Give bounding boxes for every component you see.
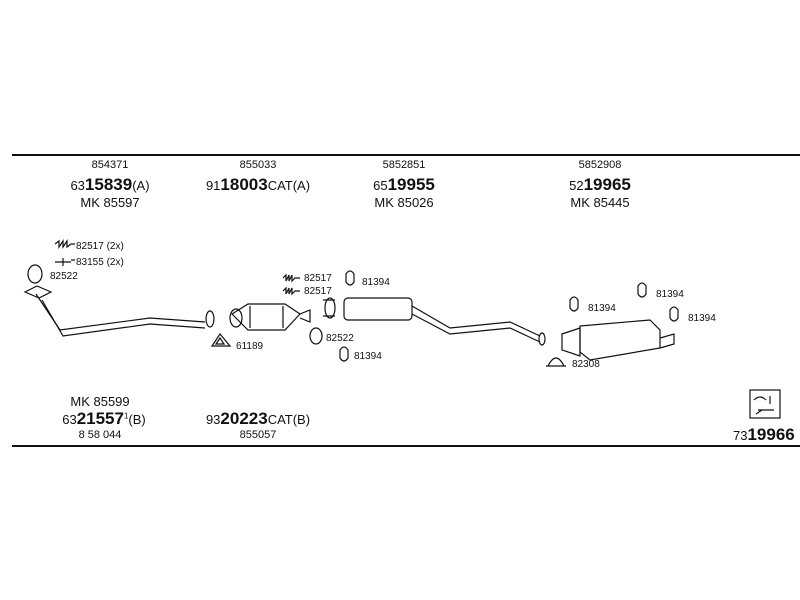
callout-81394-rear-a: 81394 (588, 303, 616, 314)
rubber-hanger-icon (345, 270, 355, 286)
bottom-part-2[interactable]: 9320223CAT(B) (205, 409, 311, 428)
top-ref-1: 854371 (91, 159, 129, 171)
callout-82522-left: 82522 (50, 271, 78, 282)
mounting-kit-icon (749, 389, 781, 419)
bottom-rule (12, 445, 800, 447)
callout-82517-a: 82517 (304, 273, 332, 284)
rubber-hanger-icon (339, 346, 349, 362)
callout-61189: 61189 (236, 341, 264, 352)
top-ref-2: 855033 (239, 159, 277, 171)
callout-82308: 82308 (572, 359, 600, 370)
top-part-3[interactable]: 6519955 (373, 175, 435, 194)
callout-81394-top: 81394 (362, 277, 390, 288)
top-mk-1: MK 85597 (80, 195, 140, 210)
right-part-code[interactable]: 7319966 (733, 425, 795, 444)
callout-81394-rear-c: 81394 (688, 313, 716, 324)
top-ref-4: 5852908 (578, 159, 622, 171)
callout-83155-2x: 83155 (2x) (76, 257, 124, 268)
triangle-gasket-61189 (210, 332, 232, 347)
top-ref-3: 5852851 (382, 159, 426, 171)
callout-82522-mid: 82522 (326, 333, 354, 344)
bottom-part-1[interactable]: 63215571(B) (62, 409, 146, 428)
rubber-hanger-icon (637, 282, 647, 298)
front-pipe (23, 285, 215, 337)
spring-bolt-icon (282, 273, 300, 296)
middle-silencer (323, 297, 546, 346)
callout-82517-b: 82517 (304, 286, 332, 297)
top-part-2[interactable]: 9118003CAT(A) (205, 175, 311, 194)
bottom-ref-1: 8 58 044 (78, 429, 122, 441)
catalytic-converter (229, 303, 311, 331)
top-mk-3: MK 85026 (374, 195, 434, 210)
clamp-82308-icon (546, 357, 566, 367)
top-mk-4: MK 85445 (570, 195, 630, 210)
top-part-4[interactable]: 5219965 (569, 175, 631, 194)
rear-silencer (561, 319, 675, 361)
gasket-ring-icon (309, 327, 323, 345)
rubber-hanger-icon (669, 306, 679, 322)
gasket-ring-icon (27, 264, 43, 284)
bottom-ref-2: 855057 (239, 429, 277, 441)
spring-bolt-icon (54, 239, 75, 266)
callout-81394-mid: 81394 (354, 351, 382, 362)
top-rule (12, 154, 800, 156)
top-part-1[interactable]: 6315839(A) (70, 175, 150, 194)
callout-82517-2x: 82517 (2x) (76, 241, 124, 252)
rubber-hanger-icon (569, 296, 579, 312)
callout-81394-rear-b: 81394 (656, 289, 684, 300)
bottom-mk-1: MK 85599 (70, 394, 130, 409)
